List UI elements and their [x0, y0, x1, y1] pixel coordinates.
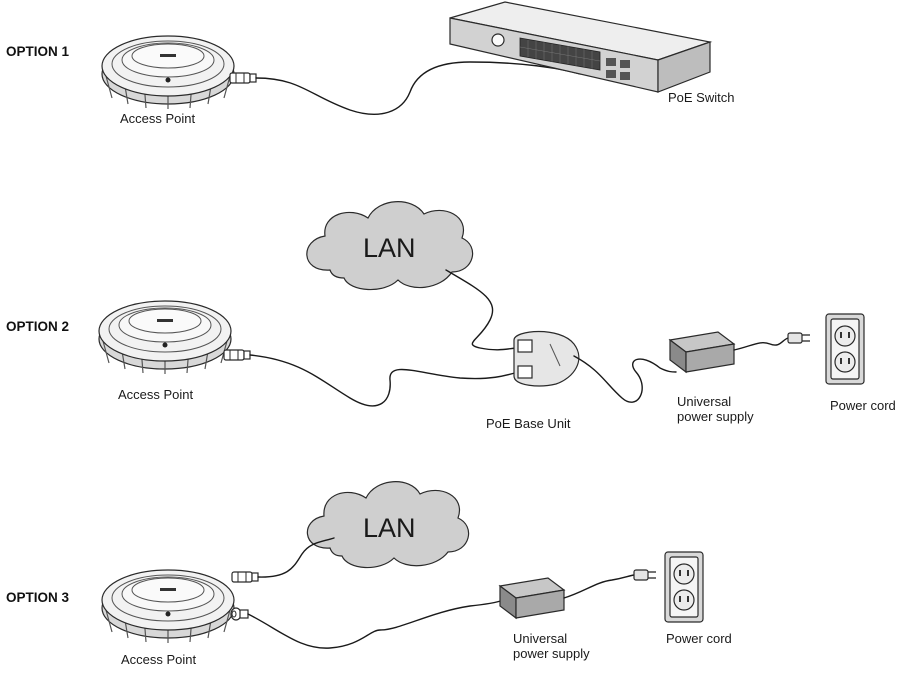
ethernet-plug-1 — [229, 72, 257, 84]
access-point-3-label: Access Point — [121, 652, 197, 667]
cable-ap3-to-psu — [247, 599, 505, 649]
cable-ap3-to-lan — [257, 537, 335, 578]
cable-psu-to-outlet-3 — [563, 574, 635, 599]
option-3-title: OPTION 3 — [6, 590, 70, 605]
ac-plug-2 — [787, 332, 811, 344]
access-point-1 — [101, 35, 235, 110]
cable-ap2-to-base — [249, 354, 519, 407]
option-1-title: OPTION 1 — [6, 44, 70, 59]
ethernet-plug-3 — [231, 571, 259, 583]
lan-label-2: LAN — [363, 233, 416, 263]
power-supply-2 — [669, 331, 735, 373]
poe-base-unit — [513, 331, 580, 387]
power-cord-2-label: Power cord — [830, 398, 896, 413]
dc-plug-3 — [230, 607, 249, 621]
ac-plug-3 — [633, 569, 657, 581]
cable-base-to-psu — [573, 355, 677, 403]
cable-lan-to-base — [445, 269, 519, 351]
option-1: OPTION 1 Access Point — [6, 1, 734, 126]
access-point-2 — [98, 300, 232, 375]
cable-psu-to-outlet-2 — [733, 337, 789, 351]
power-outlet-3 — [664, 551, 704, 623]
access-point-2-label: Access Point — [118, 387, 194, 402]
poe-base-unit-label: PoE Base Unit — [486, 416, 571, 431]
cable-ap1-to-switch — [255, 61, 581, 115]
option-2: OPTION 2 Access Point LAN PoE Base Unit … — [6, 201, 896, 431]
lan-cloud-2 — [306, 201, 474, 291]
poe-switch-label: PoE Switch — [668, 90, 734, 105]
lan-cloud-3 — [306, 481, 470, 569]
access-point-3 — [101, 569, 235, 644]
poe-switch — [449, 1, 713, 93]
power-supply-3 — [499, 577, 565, 619]
option-2-title: OPTION 2 — [6, 319, 69, 334]
power-supply-2-label-line-2: power supply — [677, 409, 754, 424]
power-cord-3-label: Power cord — [666, 631, 732, 646]
ethernet-plug-2 — [223, 349, 251, 361]
option-3: OPTION 3 Access Point LAN Universal powe… — [6, 481, 732, 667]
power-supply-2-label-line-1: Universal — [677, 394, 731, 409]
power-outlet-2 — [825, 313, 865, 385]
power-supply-3-label-line-2: power supply — [513, 646, 590, 661]
power-supply-3-label-line-1: Universal — [513, 631, 567, 646]
access-point-1-label: Access Point — [120, 111, 196, 126]
lan-label-3: LAN — [363, 513, 416, 543]
